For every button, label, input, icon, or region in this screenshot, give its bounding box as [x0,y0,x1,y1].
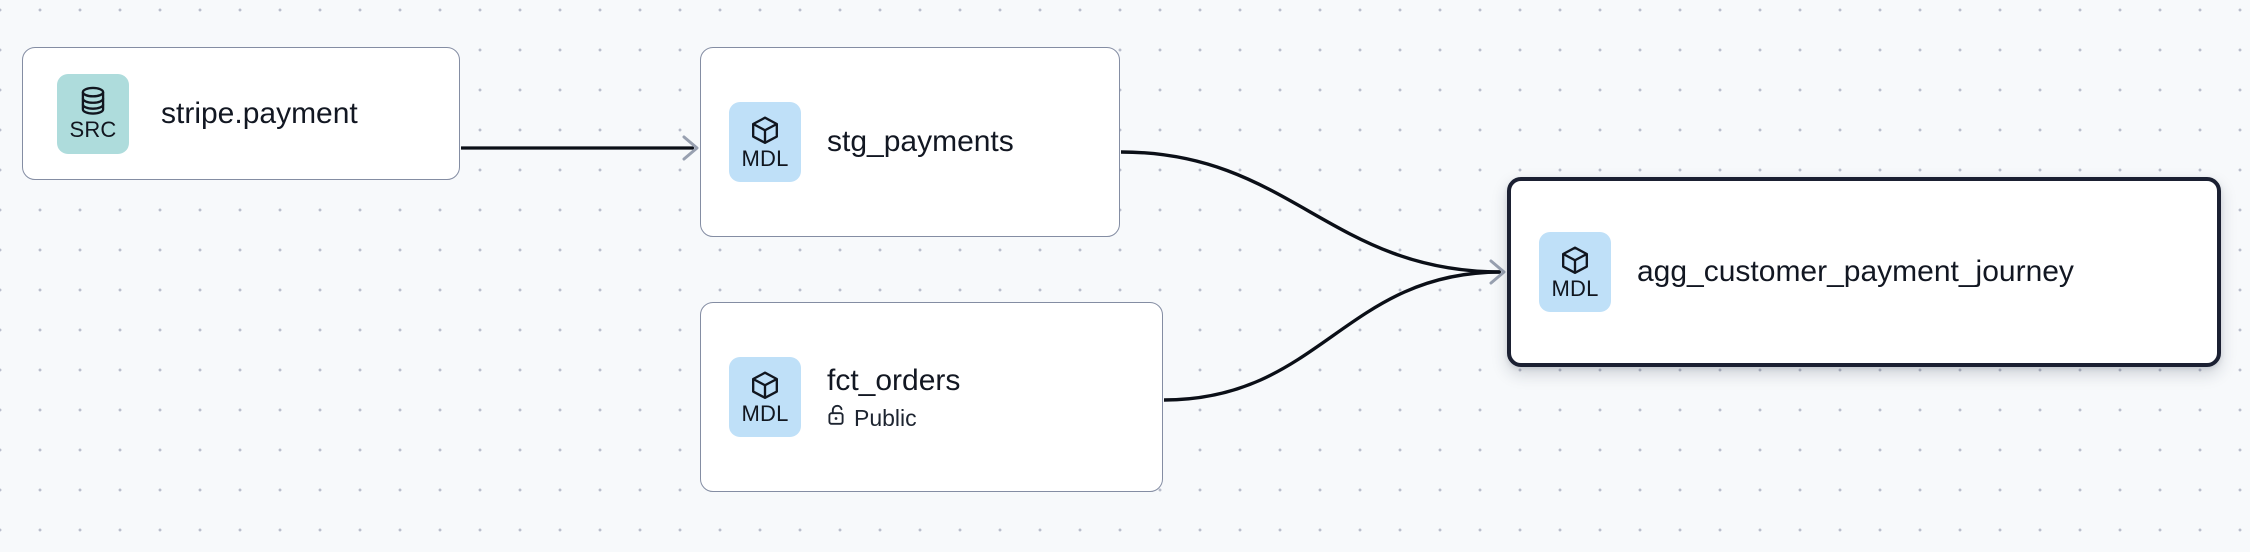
node-body: stripe.payment [161,96,358,132]
badge-label: MDL [741,400,789,426]
lineage-node-stripe-payment[interactable]: SRC stripe.payment [22,47,460,180]
cube-icon [749,115,781,147]
cube-icon [1559,245,1591,277]
node-body: stg_payments [827,124,1014,160]
lineage-node-stg-payments[interactable]: MDL stg_payments [700,47,1120,237]
node-visibility: Public [827,404,960,431]
visibility-label: Public [854,404,917,431]
node-title: stripe.payment [161,96,358,130]
cube-icon [749,370,781,402]
lineage-node-agg-customer-payment-journey[interactable]: MDL agg_customer_payment_journey [1507,177,2221,367]
edge-stripe-payment-to-stg-payments [461,135,699,161]
node-title: fct_orders [827,364,961,397]
node-body: agg_customer_payment_journey [1637,254,2074,290]
unlock-icon [827,404,847,431]
lineage-node-fct-orders[interactable]: MDL fct_orders Public [700,302,1163,492]
badge-label: SRC [69,117,117,142]
node-type-badge-mdl: MDL [729,357,801,437]
node-type-badge-src: SRC [57,73,129,154]
badge-label: MDL [741,145,789,171]
node-title: stg_payments [827,125,1014,158]
node-body: fct_orders Public [827,363,960,431]
node-title: agg_customer_payment_journey [1637,255,2074,288]
edge-stg-payments-to-agg-customer [1120,150,1502,274]
node-type-badge-mdl: MDL [1539,232,1611,312]
edge-fct-orders-to-agg-customer [1163,259,1506,402]
node-type-badge-mdl: MDL [729,102,801,182]
database-icon [78,86,108,118]
badge-label: MDL [1551,275,1599,301]
